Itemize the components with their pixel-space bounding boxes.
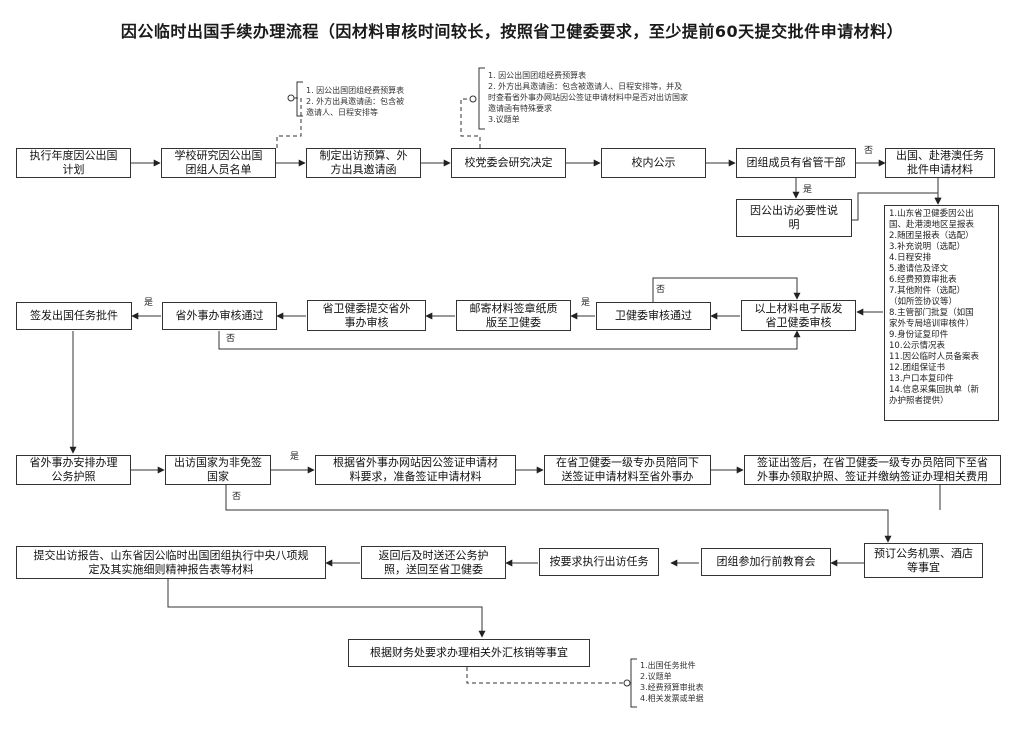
step-health-commission-approved: 卫健委审核通过 <box>596 302 711 330</box>
step-email-review: 以上材料电子版发 省卫健委审核 <box>741 300 856 331</box>
label-no-cadre: 否 <box>864 146 874 156</box>
step-book-travel: 预订公务机票、酒店 等事宜 <box>864 543 983 578</box>
label-no-visa: 否 <box>232 492 242 502</box>
step-issue-approval: 签发出国任务批件 <box>16 302 132 330</box>
step-submit-foreign-affairs: 省卫健委提交省外 事办审核 <box>307 300 426 331</box>
step-submit-report: 提交出访报告、山东省因公临时出国团组执行中央八项规 定及其实施细则精神报告表等材… <box>16 546 326 579</box>
note-connector <box>460 98 481 148</box>
label-yes-foreign-affairs: 是 <box>144 298 154 308</box>
arrow <box>167 579 486 638</box>
step-campus-publicity: 校内公示 <box>601 148 706 178</box>
note-anchor <box>287 94 295 102</box>
step-execute-mission: 按要求执行出访任务 <box>539 548 659 576</box>
label-no-health-review: 否 <box>656 285 666 295</box>
step-member-list: 学校研究因公出国 团组人员名单 <box>161 148 276 178</box>
note-bracket <box>296 81 303 117</box>
label-yes-cadre: 是 <box>803 185 813 195</box>
materials-list: 1.山东省卫健委因公出 国、赴港澳地区呈报表 2.随团呈报表（选配） 3.补充说… <box>884 205 999 421</box>
arrow <box>225 485 892 543</box>
step-briefing: 团组参加行前教育会 <box>701 548 831 576</box>
label-no-foreign-affairs: 否 <box>226 334 236 344</box>
step-verification: 根据财务处要求办理相关外汇核销等事宜 <box>348 639 590 667</box>
step-annual-plan: 执行年度因公出国 计划 <box>16 148 131 178</box>
note-budget-invitation: 1. 因公出国团组经费预算表 2. 外方出具邀请函：包含被 邀请人、日程安排等 <box>306 86 405 117</box>
note-verification-materials: 1.出国任务批件 2.议题单 3.经费预算审批表 4.相关发票或单据 <box>640 661 704 703</box>
note-connector <box>276 97 302 148</box>
step-submit-visa: 在省卫健委一级专办员陪同下 送签证申请材料至省外事办 <box>544 455 711 485</box>
label-yes-health-review: 是 <box>581 298 591 308</box>
arrow <box>652 277 801 302</box>
step-mail-paper-docs: 邮寄材料签章纸质 版至卫健委 <box>456 300 571 331</box>
note-anchor <box>623 679 631 687</box>
note-bracket <box>478 67 485 130</box>
arrow <box>218 330 801 350</box>
decision-visa-required: 出访国家为非免签 国家 <box>165 455 271 485</box>
step-foreign-affairs-approved: 省外事办审核通过 <box>162 302 277 330</box>
step-passport: 省外事办安排办理 公务护照 <box>16 455 131 485</box>
step-approval-materials: 出国、赴港澳任务 批件申请材料 <box>885 148 995 178</box>
step-committee-decision: 校党委会研究决定 <box>451 148 566 178</box>
note-connector <box>466 667 624 684</box>
label-yes-visa: 是 <box>290 452 300 462</box>
note-anchor <box>469 95 477 103</box>
decision-provincial-cadre: 团组成员有省管干部 <box>736 148 856 178</box>
page-title: 因公临时出国手续办理流程（因材料审核时间较长，按照省卫健委要求，至少提前60天提… <box>120 22 904 41</box>
note-committee-materials: 1. 因公出国团组经费预算表 2. 外方出具邀请函：包含被邀请人、日程安排等，并… <box>488 71 688 124</box>
note-bracket <box>630 658 637 708</box>
step-budget-invitation: 制定出访预算、外 方出具邀请函 <box>306 148 421 178</box>
step-prepare-visa: 根据省外事办网站因公签证申请材 料要求，准备签证申请材料 <box>315 455 516 485</box>
step-collect-visa: 签证出签后，在省卫健委一级专办员陪同下至省 外事办领取护照、签证并缴纳签证办理相… <box>744 455 1001 485</box>
step-necessity-statement: 因公出访必要性说 明 <box>736 199 852 237</box>
step-return-passport: 返回后及时送还公务护 照，送回至省卫健委 <box>361 546 506 579</box>
